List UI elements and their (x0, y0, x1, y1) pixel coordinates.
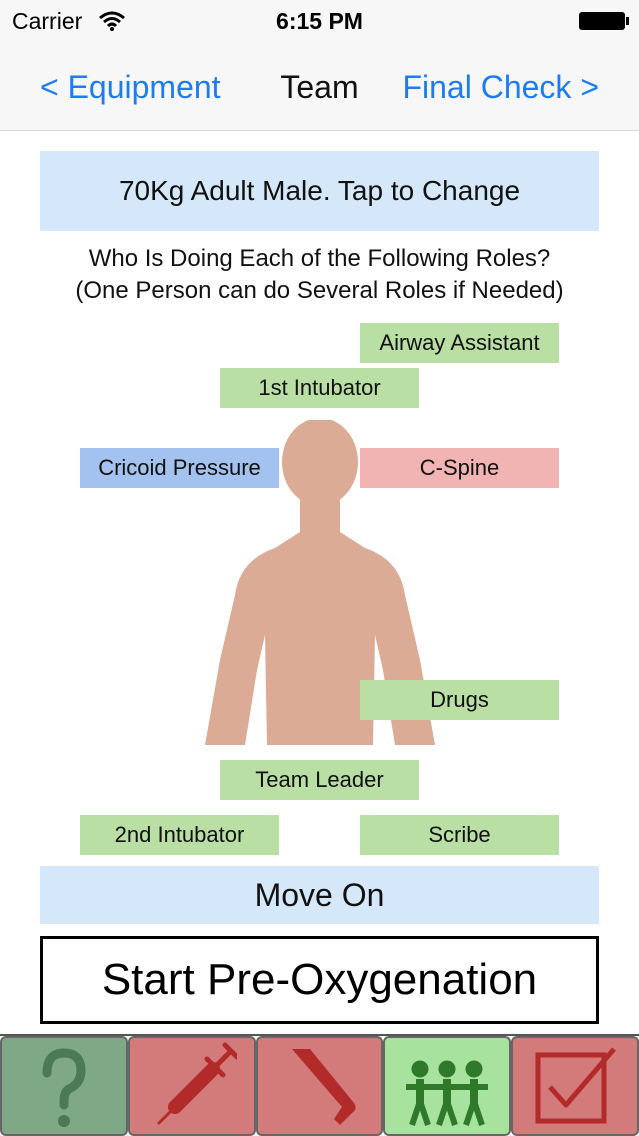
role-cricoid-pressure-button[interactable]: Cricoid Pressure (80, 448, 279, 488)
team-people-icon (406, 1060, 489, 1126)
tab-drugs[interactable] (127, 1036, 256, 1136)
tab-team[interactable] (383, 1036, 512, 1136)
tab-bar (0, 1034, 639, 1136)
page-title: Team (280, 69, 359, 105)
question-mark-icon (42, 1048, 86, 1127)
back-button[interactable]: < Equipment (40, 69, 221, 105)
tab-final-check[interactable] (511, 1036, 639, 1136)
navigation-bar: < Equipment Team Final Check > (0, 42, 639, 131)
roles-question: Who Is Doing Each of the Following Roles… (0, 243, 639, 307)
tab-equipment[interactable] (255, 1036, 384, 1136)
carrier-label: Carrier (12, 8, 83, 34)
syringe-icon (157, 1042, 237, 1125)
checkbox-icon (535, 1047, 616, 1124)
question-line-1: Who Is Doing Each of the Following Roles… (88, 245, 551, 272)
start-pre-oxygenation-button[interactable]: Start Pre-Oxygenation (40, 936, 599, 1024)
role-first-intubator-button[interactable]: 1st Intubator (220, 368, 419, 408)
body-figure-image (205, 420, 435, 745)
laryngoscope-icon (292, 1049, 357, 1125)
role-drugs-button[interactable]: Drugs (360, 680, 559, 720)
role-second-intubator-button[interactable]: 2nd Intubator (80, 815, 279, 855)
tab-help[interactable] (0, 1036, 128, 1136)
status-bar: Carrier 6:15 PM (0, 0, 639, 42)
role-team-leader-button[interactable]: Team Leader (220, 760, 419, 800)
next-button[interactable]: Final Check > (402, 69, 599, 105)
battery-icon (579, 12, 629, 30)
status-time: 6:15 PM (276, 8, 363, 34)
role-c-spine-button[interactable]: C-Spine (360, 448, 559, 488)
role-airway-assistant-button[interactable]: Airway Assistant (360, 323, 559, 363)
move-on-button[interactable]: Move On (40, 866, 599, 924)
wifi-icon (99, 11, 125, 31)
question-line-2: (One Person can do Several Roles if Need… (75, 277, 564, 304)
patient-select-button[interactable]: 70Kg Adult Male. Tap to Change (40, 151, 599, 231)
role-scribe-button[interactable]: Scribe (360, 815, 559, 855)
